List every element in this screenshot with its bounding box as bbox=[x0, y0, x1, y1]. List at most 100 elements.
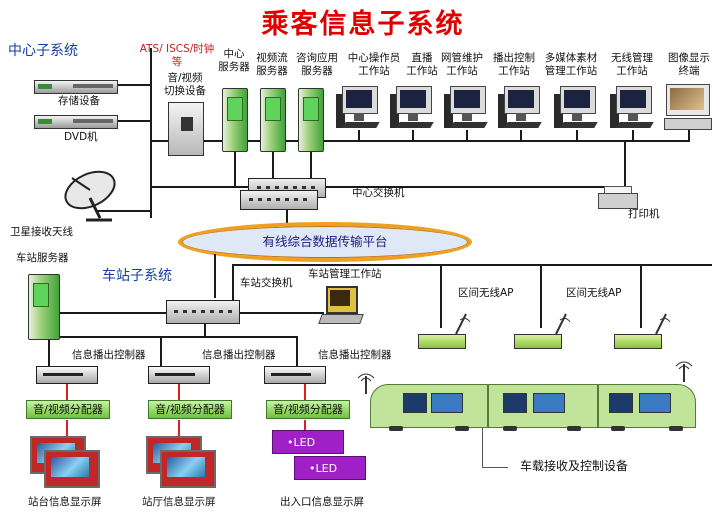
red-link-3a bbox=[304, 382, 306, 400]
controller2-label: 信息播出控制器 bbox=[202, 349, 276, 361]
server1-drop bbox=[234, 124, 236, 188]
platform-label: 有线综合数据传输平台 bbox=[262, 234, 388, 249]
live-workstation bbox=[390, 86, 436, 140]
av-switch-device bbox=[168, 102, 204, 156]
ap1-antenna-icon bbox=[455, 313, 471, 334]
diagram-title: 乘客信息子系统 bbox=[261, 9, 465, 40]
wireless-workstation bbox=[610, 86, 656, 140]
server-consult-label: 咨询应用 bbox=[296, 52, 338, 64]
ws-live-label: 直播 bbox=[411, 52, 433, 64]
printer-label: 打印机 bbox=[628, 208, 660, 220]
red-link-1a bbox=[66, 382, 68, 400]
image-display-terminal bbox=[664, 84, 712, 132]
ws-playctrl-label-2: 工作站 bbox=[498, 65, 530, 77]
ws-drop-2 bbox=[412, 130, 414, 142]
onboard-pointer-line-2 bbox=[482, 467, 508, 468]
ap3-antenna-icon bbox=[655, 313, 671, 334]
red-link-3b bbox=[304, 420, 306, 430]
printer-icon bbox=[598, 186, 638, 210]
playctrl-workstation bbox=[498, 86, 544, 140]
train-antenna-right-icon bbox=[675, 361, 693, 382]
station-ws-link bbox=[240, 312, 324, 314]
onboard-equipment-label: 车载接收及控制设备 bbox=[520, 459, 629, 473]
ap2-label: 区间无线AP bbox=[566, 287, 622, 299]
ws-drop-6 bbox=[632, 130, 634, 142]
ws-netmaint-label: 网管维护 bbox=[441, 52, 483, 64]
hall-display-label: 站厅信息显示屏 bbox=[142, 496, 216, 508]
ap3-drop bbox=[640, 264, 642, 328]
red-link-2a bbox=[178, 382, 180, 400]
ws-multimedia-label: 多媒体素材 bbox=[544, 52, 598, 64]
ap2-antenna-icon bbox=[555, 313, 571, 334]
av-switch-label-2: 切换设备 bbox=[164, 85, 206, 97]
server-video-label: 视频流 bbox=[256, 52, 288, 64]
storage-label: 存储设备 bbox=[58, 95, 100, 107]
dvd-device bbox=[34, 115, 118, 129]
ats-label-2: 等 bbox=[171, 56, 183, 68]
ws-multimedia-label-2: 管理工作站 bbox=[544, 65, 598, 77]
operator-workstation bbox=[336, 86, 382, 140]
red-link-1b bbox=[66, 420, 68, 436]
switch-left-link bbox=[150, 186, 248, 188]
controller3-label: 信息播出控制器 bbox=[318, 349, 392, 361]
play-controller-2 bbox=[148, 366, 210, 384]
platform-to-station bbox=[214, 254, 216, 298]
switch-to-controller-bus bbox=[204, 322, 206, 338]
dvd-label: DVD机 bbox=[64, 131, 98, 143]
wireless-ap-3 bbox=[614, 334, 662, 349]
server3-drop bbox=[310, 124, 312, 188]
wired-data-platform: 有线综合数据传输平台 bbox=[178, 222, 472, 262]
entrance-display-label: 出入口信息显示屏 bbox=[280, 496, 364, 508]
play-controller-1 bbox=[36, 366, 98, 384]
entrance-led-2: •LED bbox=[294, 456, 366, 480]
station-switch-label: 车站交换机 bbox=[240, 277, 293, 289]
switch-to-platform bbox=[286, 200, 288, 224]
play-controller-3 bbox=[264, 366, 326, 384]
satellite-link bbox=[96, 210, 150, 212]
ws-drop-5 bbox=[576, 130, 578, 142]
satellite-dish-icon bbox=[64, 170, 116, 222]
satellite-label: 卫星接收天线 bbox=[10, 226, 73, 238]
switch-right-link bbox=[325, 186, 625, 188]
center-switch-label: 中心交换机 bbox=[352, 187, 405, 199]
station-server bbox=[28, 274, 60, 340]
hall-display-screen-2 bbox=[160, 450, 216, 488]
station-ws-label: 车站管理工作站 bbox=[308, 268, 382, 280]
server-video-label-2: 服务器 bbox=[256, 65, 288, 77]
controller1-drop bbox=[48, 336, 50, 366]
ws-wireless-label-2: 工作站 bbox=[616, 65, 648, 77]
server-center-label-2: 服务器 bbox=[218, 61, 250, 73]
ws-drop-4 bbox=[520, 130, 522, 142]
ws-drop-7 bbox=[688, 130, 690, 142]
av-distributor-3: 音/视频分配器 bbox=[266, 400, 350, 419]
center-switch-layer bbox=[240, 190, 318, 210]
center-main-bus bbox=[150, 140, 690, 142]
video-stream-server bbox=[260, 88, 286, 152]
entrance-led-1: •LED bbox=[272, 430, 344, 454]
av-distributor-2: 音/视频分配器 bbox=[148, 400, 232, 419]
station-server-link bbox=[48, 312, 166, 314]
ws-image-label: 图像显示 bbox=[668, 52, 710, 64]
train-car-1 bbox=[370, 384, 488, 431]
ws-wireless-label: 无线管理 bbox=[611, 52, 653, 64]
onboard-pointer-line bbox=[482, 428, 483, 468]
server-consult-label-2: 服务器 bbox=[301, 65, 333, 77]
server2-drop bbox=[272, 124, 274, 188]
red-link-2b bbox=[178, 420, 180, 436]
av-switch-label: 音/视频 bbox=[167, 72, 203, 84]
ws-playctrl-label: 播出控制 bbox=[493, 52, 535, 64]
station-laptop-icon bbox=[318, 286, 364, 328]
ws-operator-label-2: 工作站 bbox=[358, 65, 390, 77]
train-car-3 bbox=[598, 384, 696, 431]
netmaint-workstation bbox=[444, 86, 490, 140]
controller1-label: 信息播出控制器 bbox=[72, 349, 146, 361]
consult-app-server bbox=[298, 88, 324, 152]
ap-bus-drop bbox=[232, 264, 234, 304]
controller2-drop bbox=[160, 336, 162, 366]
center-subsystem-heading: 中心子系统 bbox=[8, 43, 78, 59]
controller3-drop bbox=[296, 336, 298, 366]
ap1-label: 区间无线AP bbox=[458, 287, 514, 299]
center-server bbox=[222, 88, 248, 152]
platform-display-screen-2 bbox=[44, 450, 100, 488]
ap-bus bbox=[232, 264, 712, 266]
